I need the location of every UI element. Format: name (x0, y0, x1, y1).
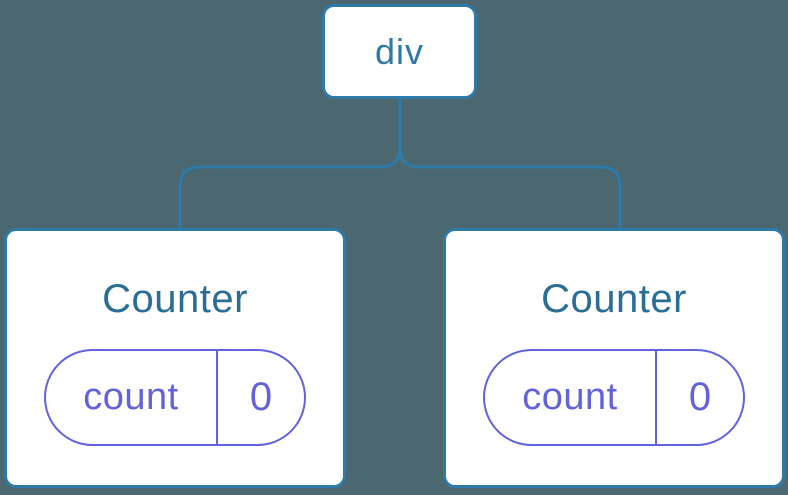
connector-left-branch (178, 99, 402, 229)
tree-node-counter-left: Counter count 0 (4, 228, 346, 488)
connector-right-branch (398, 146, 622, 229)
root-node-label: div (374, 30, 425, 72)
counter-title: Counter (102, 277, 248, 321)
counter-title: Counter (541, 277, 687, 321)
state-pill: count 0 (483, 349, 745, 446)
state-value: 0 (249, 375, 273, 419)
state-value: 0 (688, 375, 712, 419)
tree-node-counter-right: Counter count 0 (443, 228, 785, 488)
tree-node-div: div (322, 4, 477, 99)
state-key-label: count (46, 351, 218, 444)
state-key-label: count (485, 351, 657, 444)
state-pill: count 0 (44, 349, 306, 446)
